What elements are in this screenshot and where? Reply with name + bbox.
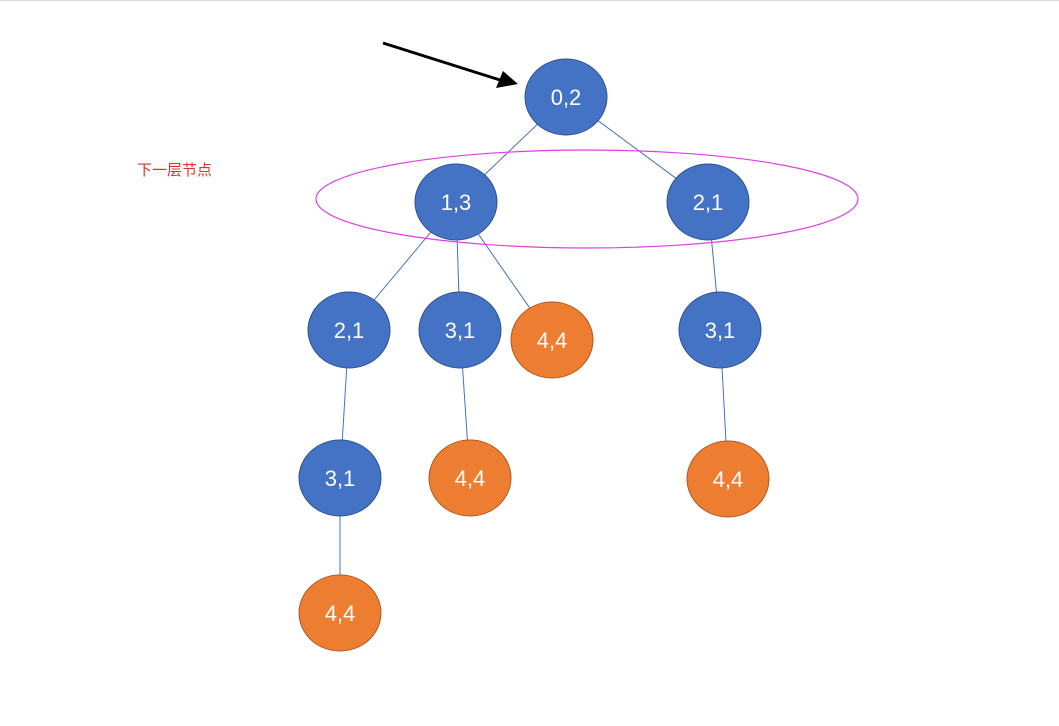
node-circle (418, 291, 502, 369)
node-label: 3,1 (705, 318, 736, 343)
next-level-annotation: 下一层节点 (137, 161, 212, 179)
edge-n1-n5 (477, 233, 531, 309)
edge-n2-n6 (711, 239, 717, 293)
tree-node-n5: 4,4 (510, 301, 594, 379)
node-circle (686, 440, 770, 518)
tree-node-n7: 3,1 (298, 439, 382, 517)
tree-node-n4: 3,1 (418, 291, 502, 369)
tree-node-n6: 3,1 (678, 291, 762, 369)
node-label: 4,4 (537, 328, 568, 353)
node-circle (298, 439, 382, 517)
node-label: 4,4 (713, 467, 744, 492)
edge-n6-n9 (721, 367, 727, 442)
pointer-arrow-head (496, 71, 518, 88)
next-level-highlight-ellipse (315, 149, 859, 249)
edges-layer (339, 120, 727, 575)
edge-n0-n1 (484, 123, 538, 176)
tree-node-n9: 4,4 (686, 440, 770, 518)
node-circle (298, 574, 382, 652)
node-label: 4,4 (325, 601, 356, 626)
node-circle (428, 439, 512, 517)
node-circle (524, 58, 608, 136)
node-label: 1,3 (441, 190, 472, 215)
edge-n1-n4 (456, 239, 460, 293)
node-label: 3,1 (325, 466, 356, 491)
tree-node-n3: 2,1 (307, 291, 391, 369)
pointer-arrow-shaft (382, 41, 501, 82)
node-circle (666, 163, 750, 241)
tree-node-n10: 4,4 (298, 574, 382, 652)
edge-n4-n8 (462, 367, 468, 441)
tree-node-n1: 1,3 (414, 163, 498, 241)
node-circle (678, 291, 762, 369)
tree-node-n8: 4,4 (428, 439, 512, 517)
node-label: 2,1 (693, 190, 724, 215)
edge-n3-n7 (341, 367, 348, 441)
tree-node-n2: 2,1 (666, 163, 750, 241)
node-label: 3,1 (445, 318, 476, 343)
edge-n0-n2 (597, 120, 677, 179)
node-circle (414, 163, 498, 241)
pointer-arrow (382, 41, 518, 88)
nodes-layer: 0,2 1,3 2,1 2,1 3,1 4,4 3,1 3,1 4,4 4,4 4,4 (298, 58, 770, 652)
tree-node-n0: 0,2 (524, 58, 608, 136)
edge-n1-n3 (373, 231, 432, 301)
node-circle (510, 301, 594, 379)
node-label: 2,1 (334, 318, 365, 343)
node-label: 0,2 (551, 85, 582, 110)
node-label: 4,4 (455, 466, 486, 491)
top-border-line (0, 0, 1059, 1)
node-circle (307, 291, 391, 369)
